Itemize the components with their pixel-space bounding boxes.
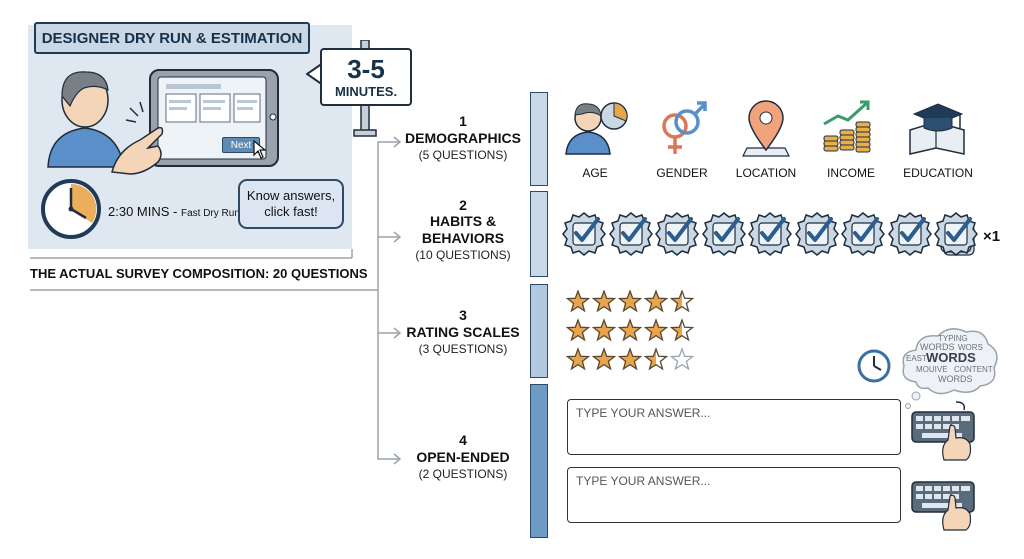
rating-star	[643, 347, 669, 371]
section-1-count: (5 QUESTIONS)	[418, 148, 508, 162]
demographic-gender-label: GENDER	[656, 166, 708, 180]
rating-star	[566, 347, 591, 371]
rating-star	[617, 290, 643, 313]
rating-stars	[566, 290, 695, 371]
answer-placeholder-1: TYPE YOUR ANSWER...	[576, 406, 711, 420]
cloud-words: TYPING WORDS WORS EAST WORDS MOUIVE CONT…	[906, 334, 993, 384]
answer-box-1[interactable]: TYPE YOUR ANSWER...	[567, 399, 901, 455]
rating-star	[566, 318, 591, 342]
time-estimate-sign: 3-5 MINUTES.	[320, 48, 412, 106]
panel-title: DESIGNER DRY RUN & ESTIMATION	[34, 22, 310, 54]
rating-star	[643, 290, 669, 313]
timer-label: 2:30 MINS - Fast Dry Run	[108, 204, 240, 219]
section-3-bar	[530, 284, 548, 378]
bubble-line-2: click fast!	[264, 204, 318, 219]
section-3-title: RATING SCALES	[406, 324, 520, 340]
section-1-number: 1	[459, 113, 467, 129]
rating-star	[617, 318, 643, 342]
sign-unit: MINUTES.	[334, 83, 398, 99]
habit-checkbox-icon	[655, 212, 699, 256]
rating-star	[669, 347, 695, 371]
section-2-number: 2	[459, 197, 467, 213]
demographic-location-label: LOCATION	[735, 166, 797, 180]
rating-star	[617, 347, 643, 371]
section-2-count: (10 QUESTIONS)	[415, 248, 511, 262]
section-4-count: (2 QUESTIONS)	[418, 467, 508, 481]
section-4-bar	[530, 384, 548, 538]
speech-bubble: Know answers, click fast!	[238, 179, 344, 229]
rating-star	[669, 290, 695, 313]
section-3-number: 3	[459, 307, 467, 323]
multiplier-label: ×1	[983, 228, 1001, 245]
section-2-title-1: HABITS &	[429, 213, 497, 229]
habit-checkbox-icon	[748, 212, 792, 256]
graduation-cap-icon	[909, 103, 965, 155]
section-2-bar	[530, 191, 548, 277]
section-2-title-2: BEHAVIORS	[421, 230, 505, 246]
section-4-number: 4	[459, 432, 467, 448]
connector-lines	[30, 136, 402, 465]
person-icon	[47, 71, 125, 168]
keyboard-typing-icon-2	[911, 481, 975, 531]
section-3-count: (3 QUESTIONS)	[418, 342, 508, 356]
habit-checkbox-icon	[887, 212, 932, 256]
thought-cloud-icon	[902, 328, 998, 409]
coins-growth-icon	[823, 100, 871, 153]
clock-icon	[41, 179, 101, 239]
habit-checkbox-icon	[562, 212, 606, 256]
rating-star	[591, 318, 617, 342]
demographic-education-label: EDUCATION	[903, 166, 973, 180]
person-pie-icon	[565, 102, 628, 155]
habits-checkbox-row	[562, 211, 982, 261]
gender-icon	[662, 101, 707, 154]
sign-pointer	[306, 62, 324, 86]
habit-checkbox-icon	[608, 212, 653, 256]
composition-label: THE ACTUAL SURVEY COMPOSITION: 20 QUESTI…	[30, 266, 368, 281]
answer-box-2[interactable]: TYPE YOUR ANSWER...	[567, 467, 901, 523]
bubble-line-1: Know answers,	[246, 188, 336, 203]
demographic-age-label: AGE	[582, 166, 608, 180]
rating-star	[643, 318, 669, 342]
rating-star	[669, 318, 695, 342]
demographic-income-label: INCOME	[827, 166, 875, 180]
section-1-bar	[530, 92, 548, 186]
section-1-title: DEMOGRAPHICS	[405, 130, 521, 146]
sign-value: 3-5	[347, 53, 385, 84]
habit-checkbox-icon	[934, 212, 978, 256]
rating-star	[591, 290, 617, 313]
rating-star	[591, 347, 617, 371]
cursor-icon	[253, 140, 267, 159]
keyboard-typing-icon	[911, 401, 975, 461]
section-4-title: OPEN-ENDED	[416, 449, 510, 465]
hand-icon	[111, 126, 164, 175]
rating-star	[566, 290, 591, 313]
answer-placeholder-2: TYPE YOUR ANSWER...	[576, 474, 711, 488]
habit-checkbox-icon	[701, 212, 746, 256]
next-button[interactable]: Next	[222, 137, 260, 153]
habit-checkbox-icon	[794, 212, 839, 256]
habit-checkbox-icon	[841, 212, 885, 256]
map-pin-icon	[742, 100, 790, 157]
small-clock-icon	[857, 349, 891, 383]
